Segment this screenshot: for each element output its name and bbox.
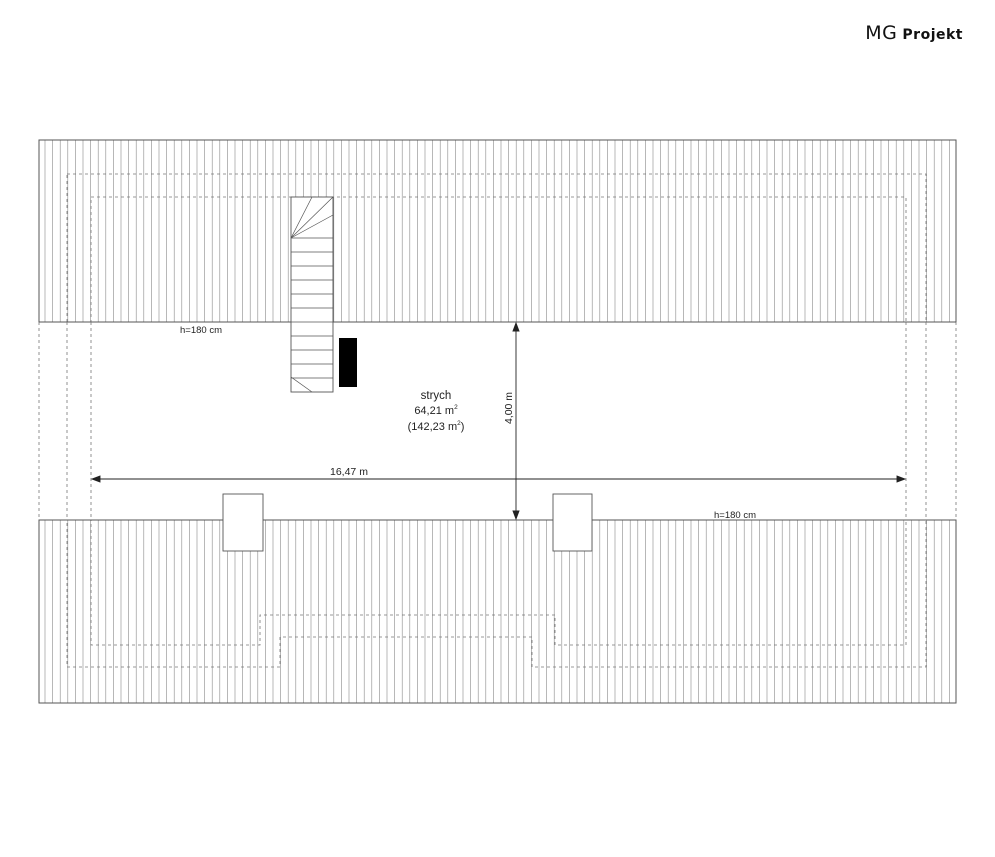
depth-dimension-label: 4,00 m bbox=[503, 392, 515, 424]
roof-window-left bbox=[222, 493, 264, 552]
inner-wall-outline bbox=[90, 196, 907, 646]
width-dimension-label: 16,47 m bbox=[330, 466, 368, 478]
depth-dimension bbox=[512, 321, 520, 521]
height-label-top: h=180 cm bbox=[180, 325, 222, 336]
attic-open-area bbox=[40, 322, 955, 520]
staircase bbox=[290, 196, 334, 393]
width-dimension bbox=[90, 475, 907, 483]
height-label-bottom: h=180 cm bbox=[714, 510, 756, 521]
room-total-area: (142,23 m2) bbox=[408, 420, 465, 433]
room-area: 64,21 m2 bbox=[414, 404, 458, 417]
chimney bbox=[339, 338, 357, 387]
brand-name: Projekt bbox=[902, 27, 963, 43]
roof-window-right bbox=[552, 493, 593, 552]
roof-slope-bottom bbox=[38, 519, 957, 704]
room-name: strych bbox=[421, 390, 452, 402]
brand-logo: MG Projekt bbox=[865, 22, 963, 44]
outer-wall-outline bbox=[66, 173, 927, 668]
brand-mark: MG bbox=[865, 22, 898, 44]
roof-slope-top bbox=[38, 139, 957, 323]
